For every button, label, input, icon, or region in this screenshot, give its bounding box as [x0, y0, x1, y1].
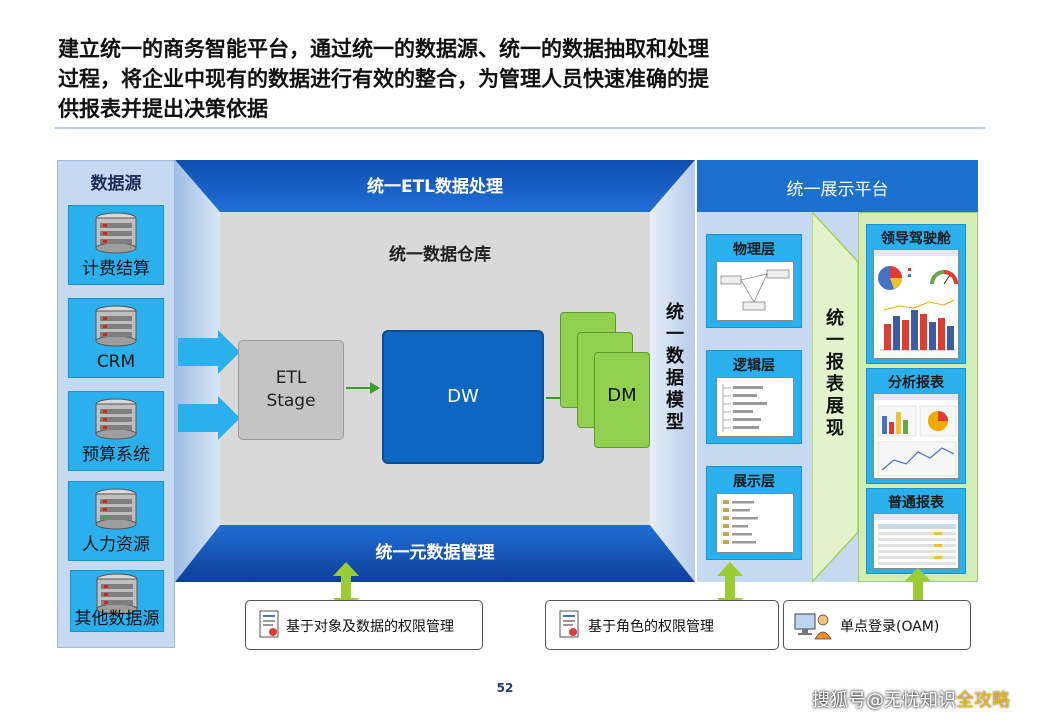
- data-source-other: 其他数据源: [70, 570, 164, 632]
- permission-label: 单点登录(OAM): [840, 619, 940, 635]
- vertical-char: 一: [826, 330, 844, 351]
- etl-stage-line2: Stage: [266, 391, 316, 411]
- report-title: 领导驾驶舱: [881, 231, 951, 247]
- vertical-char: 现: [826, 418, 844, 439]
- data-mart-label: DM: [607, 385, 637, 406]
- heading-line-1: 建立统一的商务智能平台，通过统一的数据源、统一的数据抽取和处理: [58, 37, 709, 61]
- permission-label: 基于角色的权限管理: [588, 619, 714, 635]
- report-title: 普通报表: [888, 495, 944, 511]
- etl-stage-line1: ETL: [275, 368, 307, 388]
- analysis-charts-icon: [874, 394, 958, 477]
- data-mart-box: [594, 352, 650, 448]
- vertical-char: 模: [666, 390, 684, 411]
- single-sign-on-panel: 单点登录(OAM): [783, 600, 971, 650]
- metadata-management-title: 统一元数据管理: [375, 543, 495, 563]
- dashboard-report-card: 领导驾驶舱: [866, 224, 966, 364]
- data-source-label: 其他数据源: [74, 609, 160, 629]
- heading-divider: [55, 127, 985, 129]
- database-server-icon: [95, 305, 137, 347]
- logical-layer-thumbnail: [716, 377, 794, 437]
- role-permission-panel: 基于角色的权限管理: [545, 600, 779, 650]
- certificate-icon: [559, 610, 579, 638]
- data-source-title: 数据源: [90, 174, 142, 194]
- data-source-label: 预算系统: [82, 445, 150, 465]
- vertical-char: 一: [666, 324, 684, 345]
- tree-view-icon: [722, 384, 767, 432]
- data-warehouse-dw-box: DW: [382, 330, 544, 464]
- data-source-hr: 人力资源: [68, 481, 164, 561]
- page-number: 52: [496, 681, 514, 695]
- source-input-arrows: [178, 330, 240, 440]
- layer-title: 展示层: [733, 474, 775, 490]
- vertical-char: 表: [826, 374, 844, 395]
- stage-to-dw-arrow: [346, 382, 380, 394]
- database-server-icon: [96, 573, 138, 615]
- certificate-icon: [259, 610, 279, 638]
- slide-heading: 建立统一的商务智能平台，通过统一的数据源、统一的数据抽取和处理 过程，将企业中现…: [58, 34, 958, 124]
- physical-layer-card: 物理层: [706, 234, 802, 328]
- data-warehouse-title: 统一数据仓库: [389, 245, 491, 265]
- permission-label: 基于对象及数据的权限管理: [286, 619, 454, 635]
- layer-title: 逻辑层: [733, 358, 775, 374]
- presentation-layer-card: 展示层: [706, 466, 802, 560]
- physical-layer-thumbnail: [716, 261, 794, 321]
- presentation-layer-thumbnail: [716, 493, 794, 553]
- database-server-icon: [95, 212, 137, 254]
- data-source-crm: CRM: [68, 298, 164, 378]
- database-server-icon: [95, 398, 137, 440]
- vertical-char: 统: [666, 302, 684, 323]
- watermark-main: 搜狐号@无忧知识: [812, 690, 956, 711]
- heading-line-3: 供报表并提出决策依据: [58, 97, 268, 121]
- dashboard-charts-icon: [874, 250, 958, 351]
- database-server-icon: [95, 488, 137, 530]
- logical-layer-card: 逻辑层: [706, 350, 802, 444]
- vertical-char: 据: [666, 368, 684, 389]
- vertical-char: 型: [666, 412, 684, 433]
- display-platform-header: [697, 160, 978, 212]
- unified-data-model-label: 统 一 数 据 模 型: [661, 302, 689, 434]
- data-source-label: 人力资源: [82, 535, 150, 555]
- analysis-report-card: 分析报表: [866, 368, 966, 484]
- watermark-accent: 全攻略: [956, 690, 1010, 711]
- schema-diagram-icon: [720, 269, 790, 311]
- etl-processing-title: 统一ETL数据处理: [366, 177, 504, 197]
- heading-line-2: 过程，将企业中现有的数据进行有效的整合，为管理人员快速准确的提: [58, 67, 709, 91]
- vertical-char: 统: [826, 308, 844, 329]
- standard-report-thumbnail: [873, 513, 959, 569]
- vertical-char: 展: [826, 396, 844, 417]
- data-source-label: CRM: [96, 352, 136, 372]
- data-source-budget: 预算系统: [68, 391, 164, 471]
- display-permission-arrow: [717, 562, 743, 612]
- display-platform-title: 统一展示平台: [786, 180, 889, 200]
- analysis-report-thumbnail: [873, 393, 959, 479]
- standard-report-card: 普通报表: [866, 488, 966, 574]
- report-title: 分析报表: [888, 375, 944, 391]
- metadata-permission-arrow: [333, 562, 359, 612]
- dashboard-thumbnail: [873, 249, 959, 359]
- layer-title: 物理层: [733, 242, 775, 258]
- data-source-label: 计费结算: [82, 259, 150, 279]
- table-report-icon: [874, 514, 958, 565]
- folder-tree-icon: [723, 500, 758, 544]
- source-watermark: 搜狐号@无忧知识全攻略: [812, 686, 1010, 712]
- vertical-char: 数: [666, 346, 684, 367]
- etl-stage-box: ETL Stage: [238, 340, 344, 440]
- object-data-permission-panel: 基于对象及数据的权限管理: [245, 600, 483, 650]
- vertical-char: 报: [826, 352, 844, 373]
- user-computer-icon: [794, 613, 832, 640]
- unified-report-display-label: 统 一 报 表 展 现: [821, 308, 849, 440]
- data-source-billing: 计费结算: [68, 205, 164, 285]
